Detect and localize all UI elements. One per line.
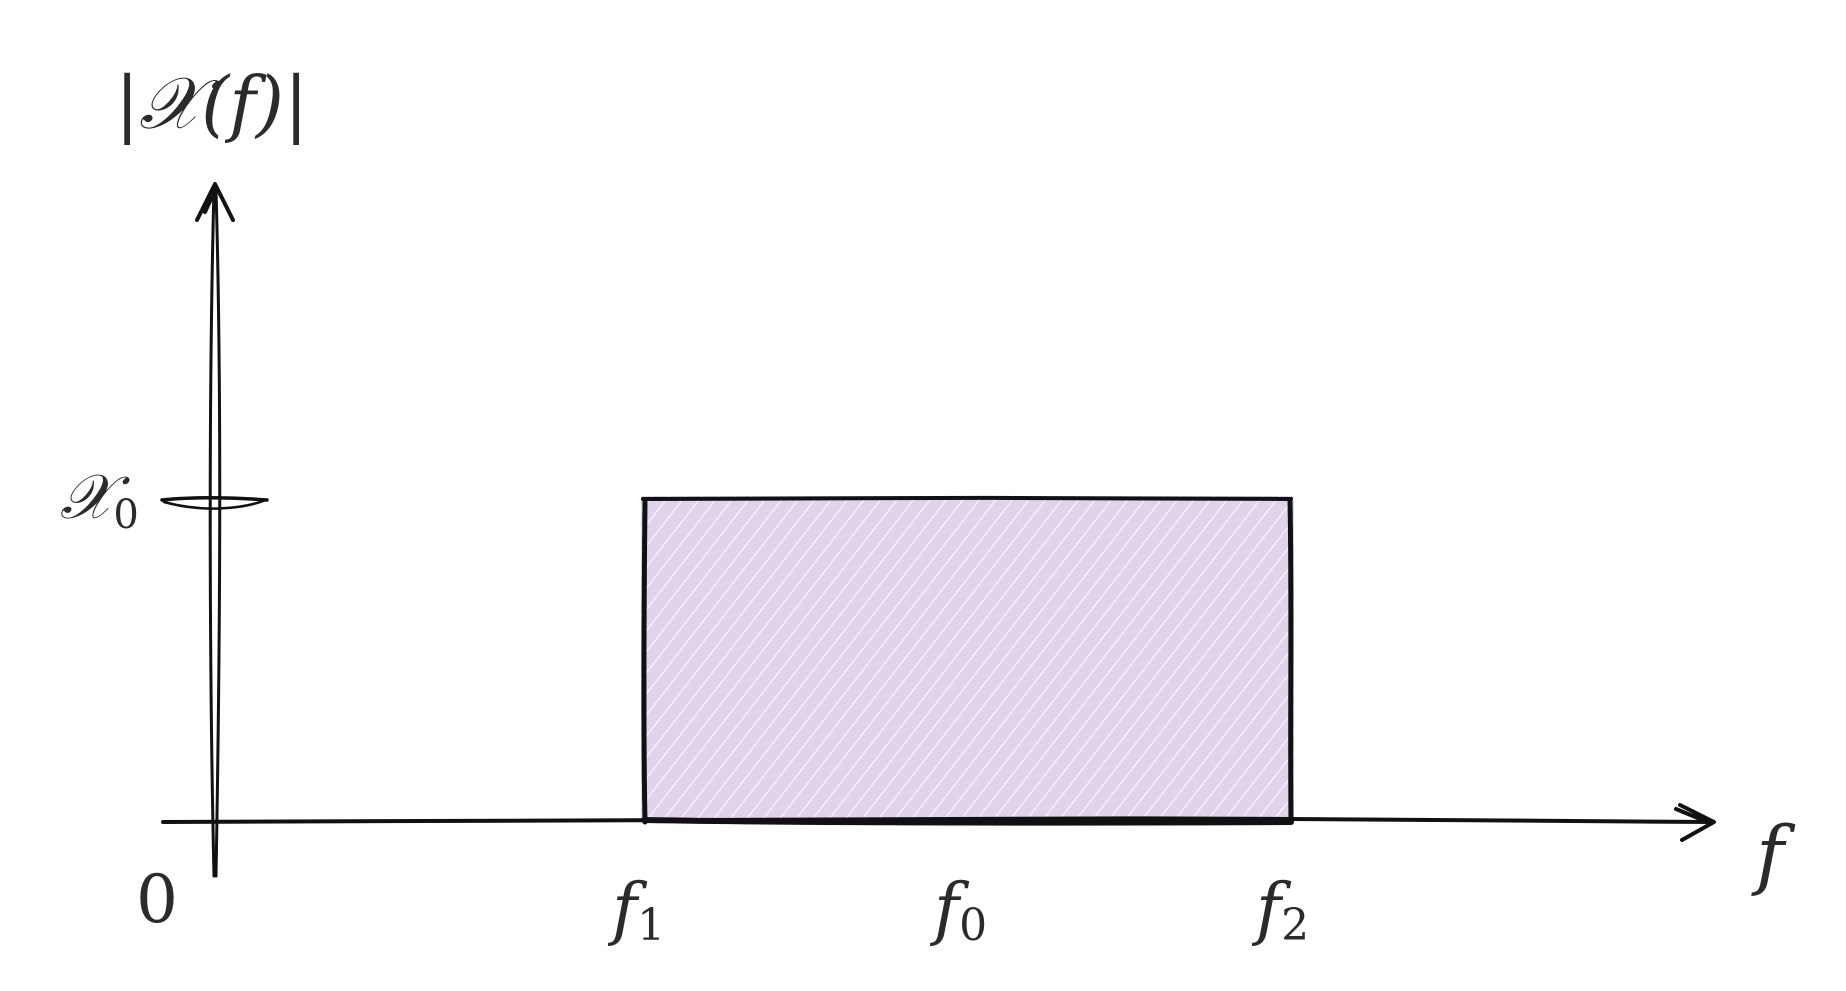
tick-label-f1: f1 xyxy=(607,870,665,951)
origin-label: 0 xyxy=(136,861,178,938)
x-axis xyxy=(161,803,1716,842)
y-axis-label: |𝒳(f)| xyxy=(115,61,308,145)
x-axis-label: f xyxy=(1751,809,1796,898)
y-axis xyxy=(195,182,235,878)
x-axis-arrowhead xyxy=(1674,803,1716,842)
band-fill xyxy=(641,496,1294,822)
level-tick xyxy=(160,496,269,510)
tick-label-f0: f0 xyxy=(929,870,987,951)
tick-label-f2: f2 xyxy=(1251,870,1309,951)
y-axis-arrowhead xyxy=(195,182,235,222)
level-label: 𝒳0 xyxy=(60,460,139,538)
level-label-sub: 0 xyxy=(113,492,138,538)
